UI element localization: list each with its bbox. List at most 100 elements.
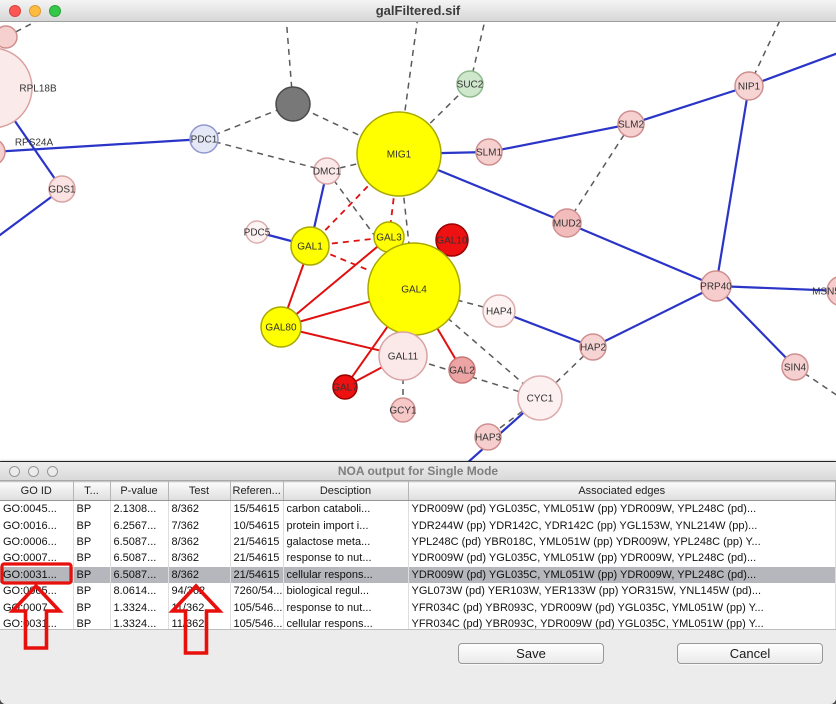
save-button[interactable]: Save <box>458 643 604 664</box>
table-cell[interactable]: YDR009W (pd) YGL035C, YML051W (pp) YDR00… <box>408 500 836 518</box>
table-cell[interactable]: 6.2567... <box>110 517 169 534</box>
table-cell[interactable]: BP <box>73 566 111 583</box>
node-rpl18b[interactable] <box>0 48 33 128</box>
node-msn5[interactable] <box>826 276 836 306</box>
network-window-titlebar[interactable]: galFiltered.sif <box>0 0 836 22</box>
node-gal7[interactable] <box>332 374 358 400</box>
table-cell[interactable]: BP <box>73 599 111 616</box>
column-header[interactable]: Desciption <box>283 481 409 501</box>
table-cell[interactable]: 21/54615 <box>230 566 284 583</box>
node-cyc1[interactable] <box>517 375 563 421</box>
zoom-icon[interactable] <box>47 466 58 477</box>
table-cell[interactable]: YDR009W (pd) YGL035C, YML051W (pp) YDR00… <box>408 550 836 567</box>
table-cell[interactable]: GO:0007... <box>0 550 74 567</box>
table-cell[interactable]: 21/54615 <box>230 533 284 551</box>
column-header[interactable]: Test <box>168 481 231 501</box>
node-mig1[interactable] <box>356 111 442 197</box>
node-dmc1[interactable] <box>313 157 341 185</box>
close-icon[interactable] <box>9 466 20 477</box>
table-cell[interactable]: protein import i... <box>283 517 409 534</box>
table-cell[interactable]: BP <box>73 582 111 600</box>
table-cell[interactable]: 6.5087... <box>110 533 169 551</box>
table-cell[interactable]: cellular respons... <box>283 566 409 583</box>
table-cell[interactable]: 7260/54... <box>230 582 284 600</box>
node-slm2[interactable] <box>617 110 645 138</box>
table-cell[interactable]: carbon cataboli... <box>283 500 409 518</box>
cancel-button[interactable]: Cancel <box>677 643 823 664</box>
network-canvas[interactable]: RPL18BRPS24AGDS1PDC1MIG1SUC2SLM1SLM2NIP1… <box>0 22 836 461</box>
table-cell[interactable]: 8/362 <box>168 566 231 583</box>
table-cell[interactable]: 11/362 <box>168 599 231 616</box>
node-suc2[interactable] <box>456 70 484 98</box>
column-header[interactable]: Referen... <box>230 481 284 501</box>
table-cell[interactable]: 105/546... <box>230 599 284 616</box>
table-cell[interactable]: GO:0031... <box>0 566 74 583</box>
minimize-icon[interactable] <box>29 5 41 17</box>
node-ctl[interactable] <box>0 25 18 49</box>
table-cell[interactable]: YDR244W (pp) YDR142C, YDR142C (pp) YGL15… <box>408 517 836 534</box>
table-cell[interactable]: 105/546... <box>230 615 284 633</box>
node-hap2[interactable] <box>579 333 607 361</box>
node-gcy1[interactable] <box>390 397 416 423</box>
noa-window-titlebar[interactable]: NOA output for Single Mode <box>0 462 836 481</box>
table-cell[interactable]: 1.3324... <box>110 615 169 633</box>
column-header[interactable]: GO ID <box>0 481 74 501</box>
node-slm1[interactable] <box>475 138 503 166</box>
node-gal1[interactable] <box>290 226 330 266</box>
table-cell[interactable]: YPL248C (pd) YBR018C, YML051W (pp) YDR00… <box>408 533 836 551</box>
table-cell[interactable]: response to nut... <box>283 550 409 567</box>
minimize-icon[interactable] <box>28 466 39 477</box>
node-pdc1[interactable] <box>189 124 219 154</box>
node-mud2[interactable] <box>552 208 582 238</box>
table-cell[interactable]: biological regul... <box>283 582 409 600</box>
table-cell[interactable]: 2.1308... <box>110 500 169 518</box>
table-cell[interactable]: YFR034C (pd) YBR093C, YDR009W (pd) YGL03… <box>408 615 836 633</box>
table-cell[interactable]: GO:0065... <box>0 582 74 600</box>
table-cell[interactable]: YGL073W (pd) YER103W, YER133W (pp) YOR31… <box>408 582 836 600</box>
table-cell[interactable]: BP <box>73 517 111 534</box>
node-gal11[interactable] <box>378 331 428 381</box>
node-gal10[interactable] <box>435 223 469 257</box>
table-cell[interactable]: GO:0007... <box>0 599 74 616</box>
table-cell[interactable]: 8/362 <box>168 533 231 551</box>
zoom-icon[interactable] <box>49 5 61 17</box>
table-cell[interactable]: 94/362 <box>168 582 231 600</box>
node-gray1[interactable] <box>275 86 311 122</box>
table-cell[interactable]: YFR034C (pd) YBR093C, YDR009W (pd) YGL03… <box>408 599 836 616</box>
table-cell[interactable]: BP <box>73 615 111 633</box>
table-cell[interactable]: YDR009W (pd) YGL035C, YML051W (pp) YDR00… <box>408 566 836 583</box>
column-header[interactable]: Associated edges <box>408 481 836 501</box>
table-cell[interactable]: 8/362 <box>168 500 231 518</box>
table-cell[interactable]: 7/362 <box>168 517 231 534</box>
table-cell[interactable]: BP <box>73 550 111 567</box>
node-gal2[interactable] <box>448 356 476 384</box>
table-cell[interactable]: 1.3324... <box>110 599 169 616</box>
table-cell[interactable]: 8/362 <box>168 550 231 567</box>
node-gds1[interactable] <box>48 175 76 203</box>
node-gal80[interactable] <box>260 306 302 348</box>
node-pdc5[interactable] <box>245 220 269 244</box>
table-cell[interactable]: cellular respons... <box>283 615 409 633</box>
table-cell[interactable]: BP <box>73 500 111 518</box>
node-hap3[interactable] <box>474 423 502 451</box>
node-hap4[interactable] <box>482 294 516 328</box>
node-rps24a[interactable] <box>0 139 6 165</box>
table-cell[interactable]: 15/54615 <box>230 500 284 518</box>
table-cell[interactable]: galactose meta... <box>283 533 409 551</box>
table-cell[interactable]: 6.5087... <box>110 566 169 583</box>
column-header[interactable]: T... <box>73 481 111 501</box>
table-cell[interactable]: GO:0045... <box>0 500 74 518</box>
node-prp40[interactable] <box>700 270 732 302</box>
table-cell[interactable]: 10/54615 <box>230 517 284 534</box>
table-cell[interactable]: 21/54615 <box>230 550 284 567</box>
close-icon[interactable] <box>9 5 21 17</box>
table-cell[interactable]: response to nut... <box>283 599 409 616</box>
